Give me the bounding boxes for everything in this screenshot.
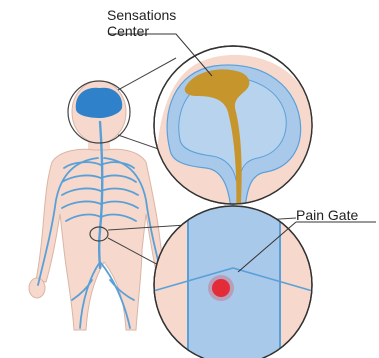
sensations-center-label: Sensations Center: [107, 8, 176, 40]
pain-gate-label: Pain Gate: [296, 208, 358, 222]
sensations-label-line2: Center: [107, 24, 176, 38]
human-body: [29, 81, 172, 330]
sensations-label-line1: Sensations: [107, 8, 176, 22]
brain-zoom-callout: [154, 46, 314, 220]
spine-zoom-callout: [150, 200, 316, 358]
brain-icon: [76, 88, 122, 118]
